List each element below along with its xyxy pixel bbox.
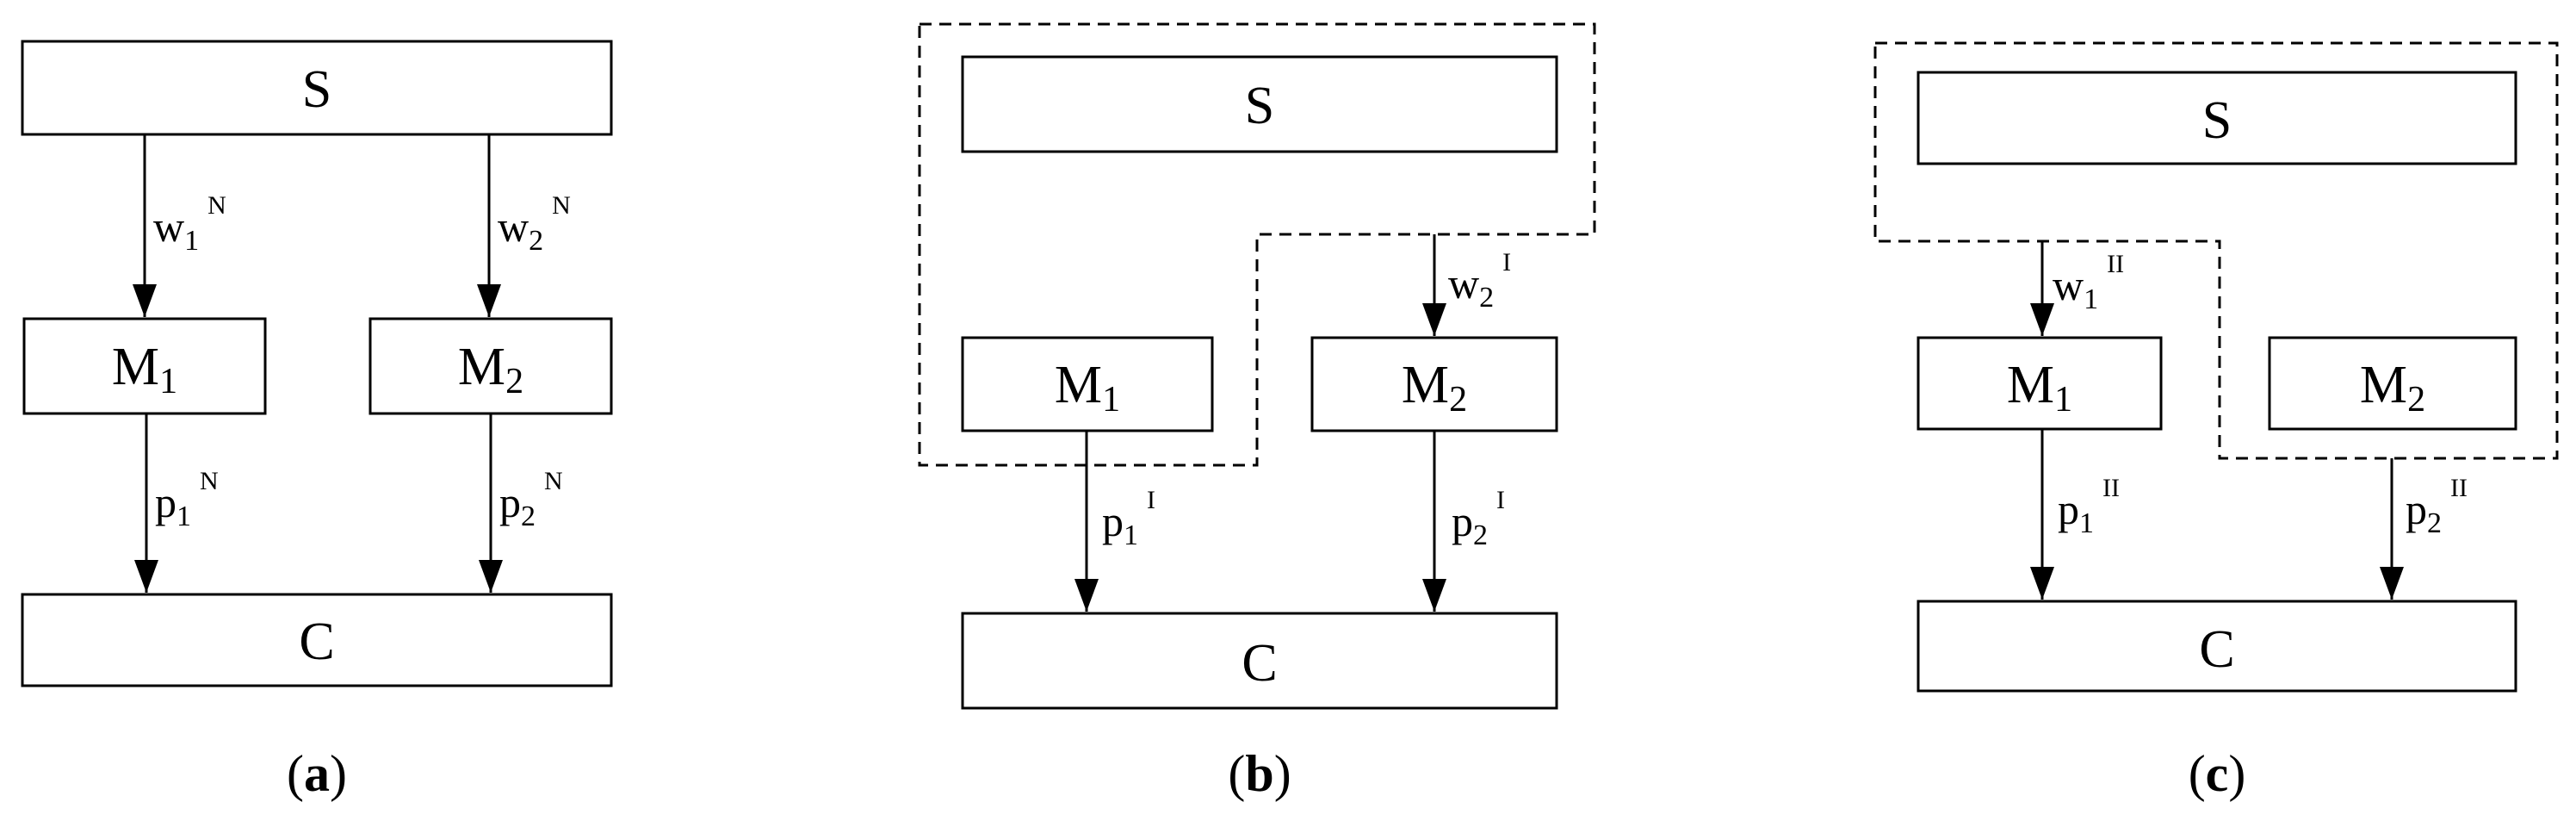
panel-c-caption: (c)	[2189, 745, 2246, 802]
panel-b-manufacturer-2-label: M2	[1402, 356, 1467, 420]
panel-b-p2-label: p2I	[1452, 486, 1505, 551]
panel-c-manufacturer-2-label: M2	[2360, 356, 2425, 420]
panel-a-manufacturer-1-label: M1	[112, 338, 177, 401]
panel-c-manufacturer-1-label: M1	[2007, 356, 2072, 420]
panel-b-integration-boundary	[918, 22, 1596, 467]
panel-a-manufacturer-1-box	[22, 317, 267, 415]
panel-c-supplier-box	[1917, 71, 2517, 165]
panel-c-consumer-box	[1917, 600, 2517, 693]
panel-a-caption: (a)	[287, 745, 347, 802]
panel-b-p1-label: p1I	[1102, 486, 1155, 551]
panel-b-caption: (b)	[1228, 745, 1291, 802]
panel-b-consumer-label: C	[1242, 634, 1277, 693]
panel-c: S M1 M2 C w1II p1II p2II (c)	[1873, 41, 2559, 802]
panel-b-supplier-label: S	[1245, 77, 1274, 135]
panel-b-manufacturer-1-label: M1	[1055, 356, 1120, 420]
panel-a-w1-label: w1N	[153, 191, 226, 257]
panel-a-supplier-box	[21, 40, 613, 136]
panel-b-supplier-box	[961, 55, 1558, 153]
panel-c-w1-label: w1II	[2053, 250, 2124, 315]
panel-a-consumer-box	[21, 593, 613, 687]
panel-c-integration-boundary	[1873, 41, 2559, 460]
panel-c-manufacturer-1-box	[1917, 336, 2163, 431]
panel-a-p1-label: p1N	[155, 467, 219, 532]
panel-c-supplier-label: S	[2202, 91, 2232, 150]
panel-b-consumer-box	[961, 612, 1558, 710]
panel-a-consumer-label: C	[299, 612, 334, 671]
panel-b: S M1 M2 C w2I p1I p2I (b)	[918, 22, 1596, 802]
panel-a: S M1 M2 C w1N w2N p1N p2N (a)	[21, 40, 613, 802]
panel-b-manufacturer-1-box	[961, 336, 1214, 432]
panel-c-manufacturer-2-box	[2268, 336, 2517, 431]
panel-a-w2-label: w2N	[498, 191, 571, 257]
panel-c-p2-label: p2II	[2406, 474, 2468, 539]
panel-c-p1-label: p1II	[2058, 474, 2120, 539]
panel-a-p2-label: p2N	[499, 467, 563, 532]
panel-b-manufacturer-2-box	[1310, 336, 1558, 432]
panel-b-w2-label: w2I	[1448, 248, 1511, 314]
panel-a-supplier-label: S	[302, 60, 331, 119]
panel-c-consumer-label: C	[2199, 620, 2234, 679]
panel-a-manufacturer-2-label: M2	[458, 338, 523, 401]
